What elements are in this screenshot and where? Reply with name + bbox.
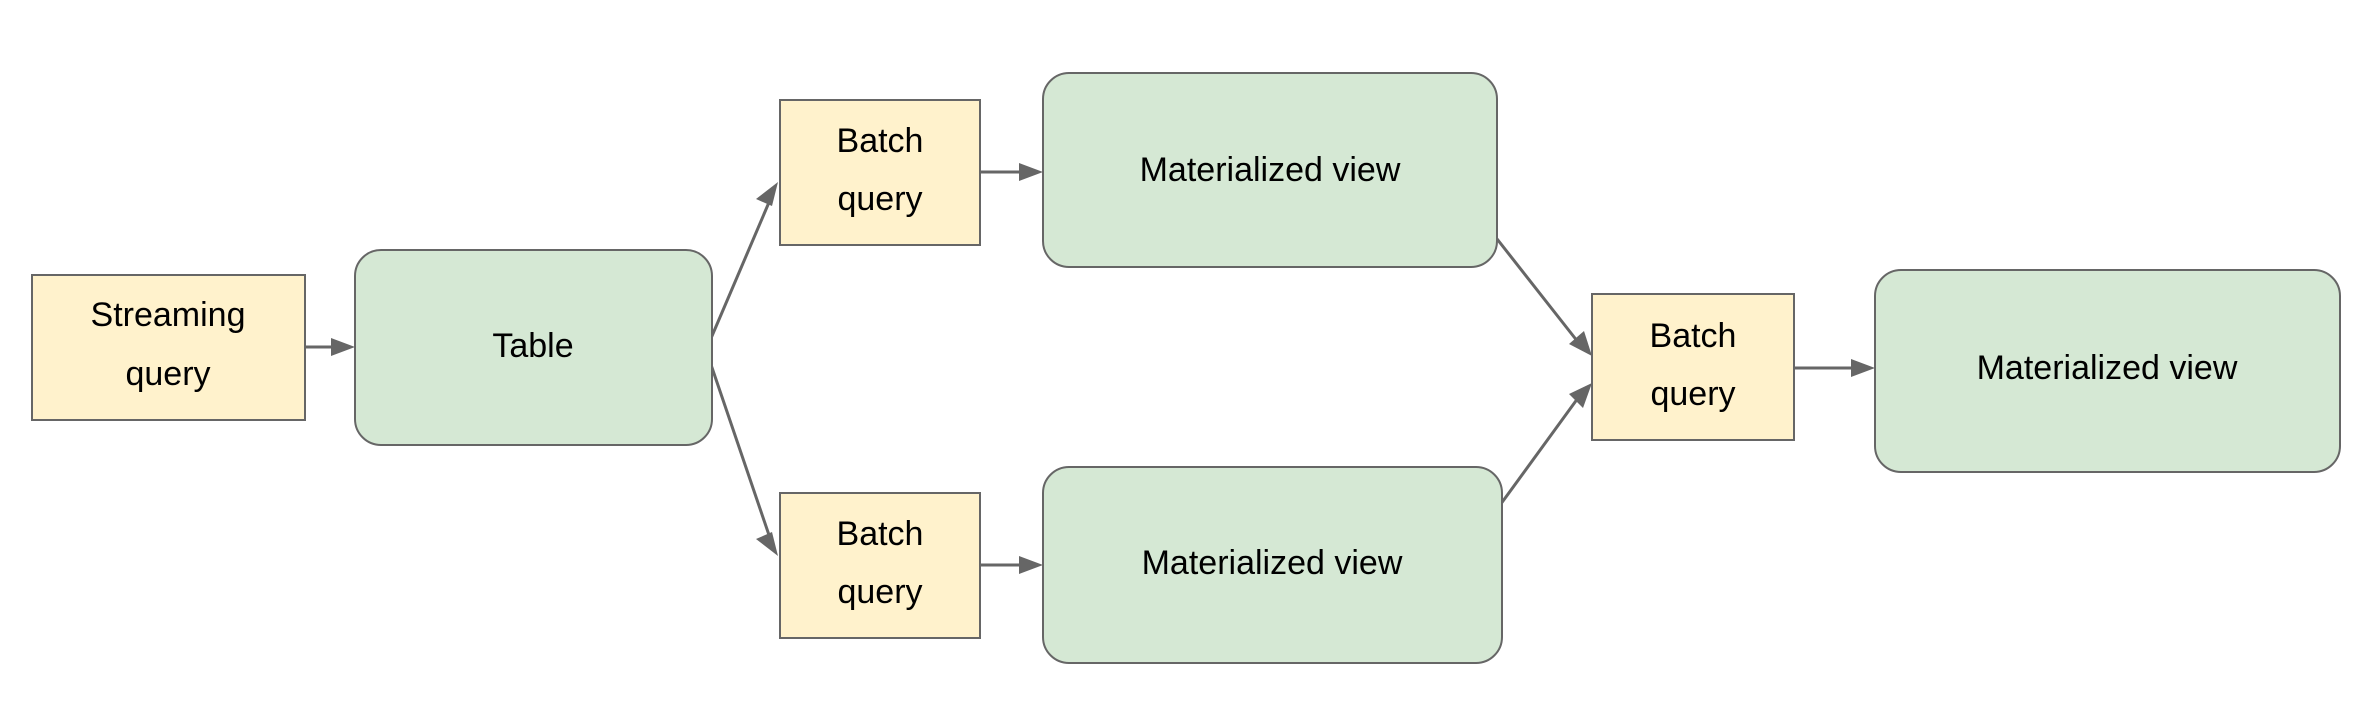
materialized-view-right-box[interactable] — [1874, 269, 2341, 473]
materialized-view-top-box[interactable] — [1042, 72, 1498, 268]
batch-query-top-box[interactable] — [779, 99, 981, 246]
streaming-query-label-line2: query — [125, 355, 210, 393]
batch-query-right-label-line1: Batch — [1650, 317, 1737, 355]
batch-query-bottom-box[interactable] — [779, 492, 981, 639]
batch-query-bottom-label-line1: Batch — [837, 515, 924, 553]
node-batch-query-bottom[interactable]: Batch query — [779, 492, 981, 639]
edge-streaming-to-table — [305, 338, 355, 356]
edge-mv-top-to-batch-right — [1488, 229, 1592, 356]
edge-batch-right-to-mv-right — [1794, 359, 1875, 377]
materialized-view-bottom-label: Materialized view — [1142, 544, 1403, 582]
materialized-view-bottom-box[interactable] — [1042, 466, 1503, 664]
edge-batch-bottom-to-mv-bottom — [980, 556, 1043, 574]
streaming-query-box[interactable] — [31, 274, 306, 421]
node-streaming-query[interactable]: Streaming query — [31, 274, 306, 421]
node-batch-query-right[interactable]: Batch query — [1591, 293, 1795, 441]
node-materialized-view-right[interactable]: Materialized view — [1874, 269, 2341, 473]
edge-table-to-batch-bottom — [704, 349, 778, 556]
edge-batch-top-to-mv-top — [980, 163, 1043, 181]
materialized-view-top-label: Materialized view — [1140, 151, 1401, 189]
edge-table-to-batch-top — [704, 182, 778, 351]
materialized-view-right-label: Materialized view — [1977, 349, 2238, 387]
batch-query-top-label-line2: query — [837, 180, 922, 218]
edge-mv-bottom-to-batch-right — [1493, 383, 1592, 513]
streaming-query-label-line1: Streaming — [91, 296, 246, 334]
table-label: Table — [492, 327, 573, 365]
table-box[interactable] — [354, 249, 713, 446]
node-materialized-view-top[interactable]: Materialized view — [1042, 72, 1498, 268]
batch-query-right-label-line2: query — [1650, 375, 1735, 413]
batch-query-bottom-label-line2: query — [837, 573, 922, 611]
batch-query-top-label-line1: Batch — [837, 122, 924, 160]
batch-query-right-box[interactable] — [1591, 293, 1795, 441]
node-batch-query-top[interactable]: Batch query — [779, 99, 981, 246]
node-table[interactable]: Table — [354, 249, 713, 446]
node-materialized-view-bottom[interactable]: Materialized view — [1042, 466, 1503, 664]
